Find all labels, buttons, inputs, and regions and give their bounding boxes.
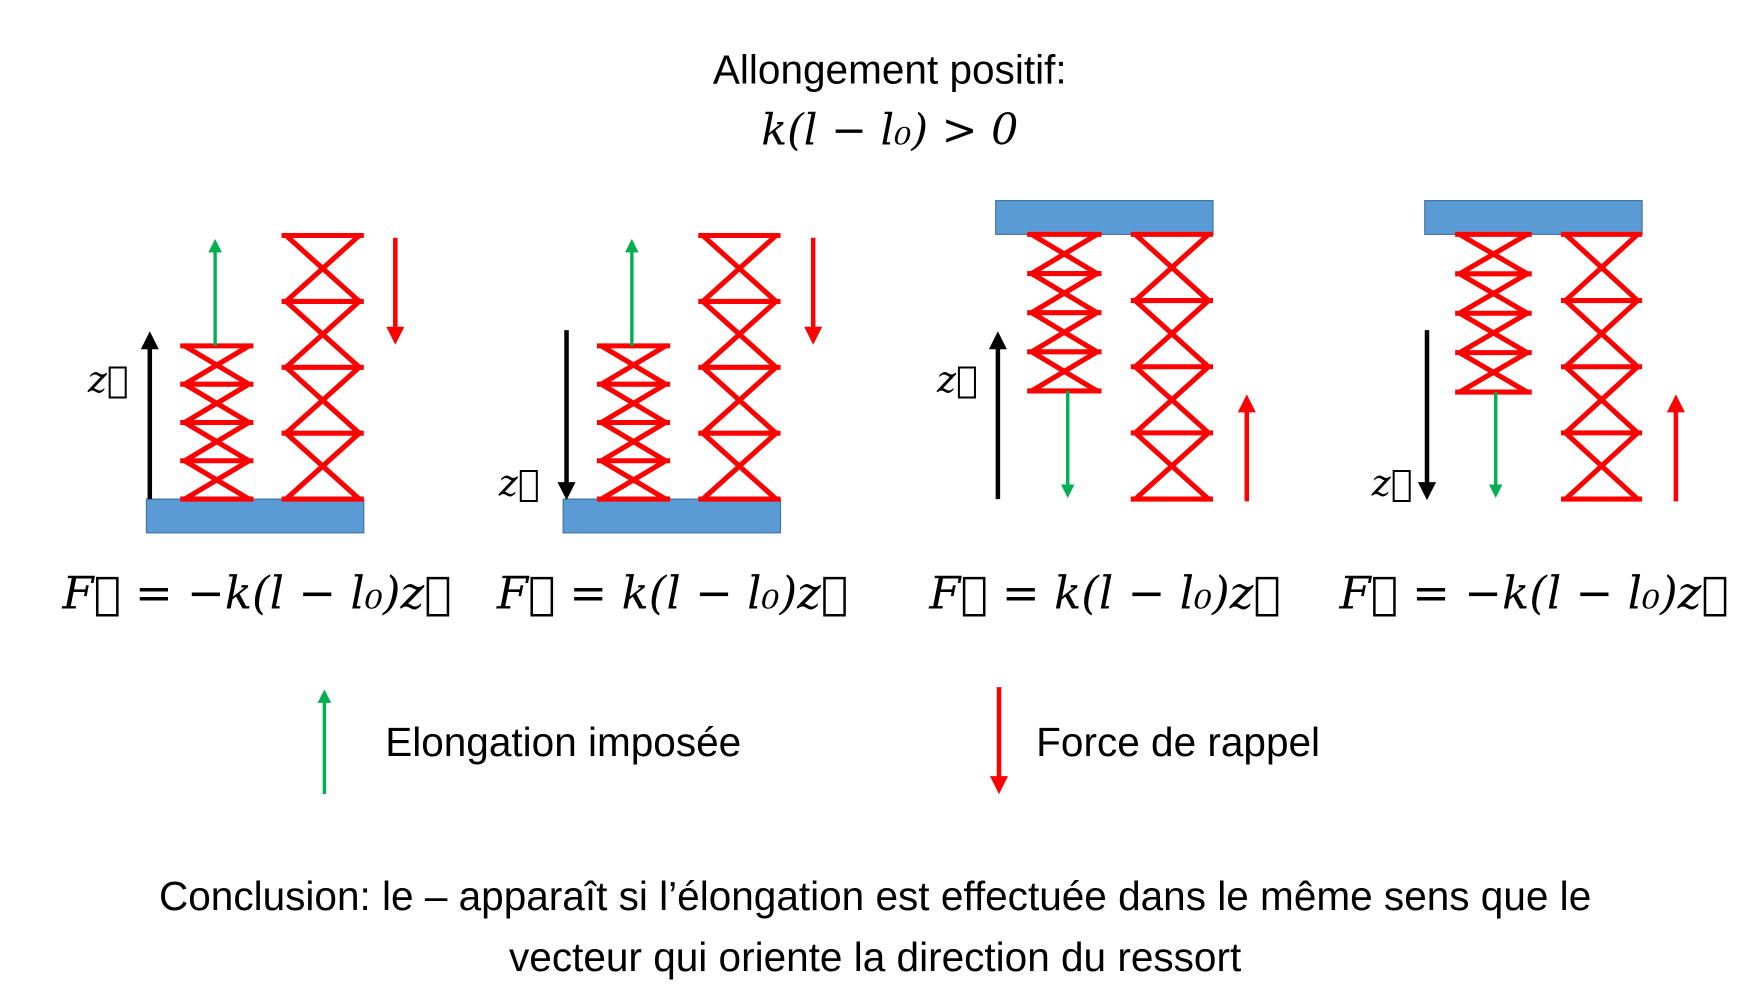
title-line-1: Allongement positif:: [713, 46, 1067, 92]
support-plate-1: [145, 498, 365, 534]
legend-force-label: Force de rappel: [1036, 719, 1320, 765]
formula-1: F⃗ = −k(l − l₀)z⃗: [61, 566, 451, 619]
z-label-1: z⃗: [87, 360, 129, 401]
title-line-2: k(l − l₀) > 0: [761, 105, 1018, 155]
long-spring-1: [281, 232, 364, 502]
z-label-3: z⃗: [936, 360, 978, 401]
stiff-spring-1: [180, 343, 254, 502]
conclusion-line-1: Conclusion: le – apparaît si l’élongatio…: [159, 873, 1591, 919]
formula-3: F⃗ = k(l − l₀)z⃗: [928, 566, 1280, 619]
support-plate-4: [1424, 200, 1643, 235]
conclusion-line-2: vecteur qui oriente la direction du ress…: [509, 934, 1241, 980]
stiff-spring-2: [596, 343, 671, 502]
long-spring-4: [1561, 231, 1643, 502]
stiff-spring-3: [1027, 231, 1102, 394]
z-label-4: z⃗: [1371, 464, 1413, 505]
support-plate-3: [995, 200, 1214, 235]
legend-elongation-label: Elongation imposée: [385, 719, 741, 765]
formula-4: F⃗ = −k(l − l₀)z⃗: [1339, 566, 1729, 619]
formula-2: F⃗ = k(l − l₀)z⃗: [496, 566, 848, 619]
panels: [140, 200, 1685, 534]
long-spring-2: [698, 232, 781, 502]
stiff-spring-4: [1455, 231, 1532, 395]
long-spring-3: [1130, 231, 1214, 502]
support-plate-2: [562, 498, 782, 534]
z-label-2: z⃗: [498, 464, 540, 505]
